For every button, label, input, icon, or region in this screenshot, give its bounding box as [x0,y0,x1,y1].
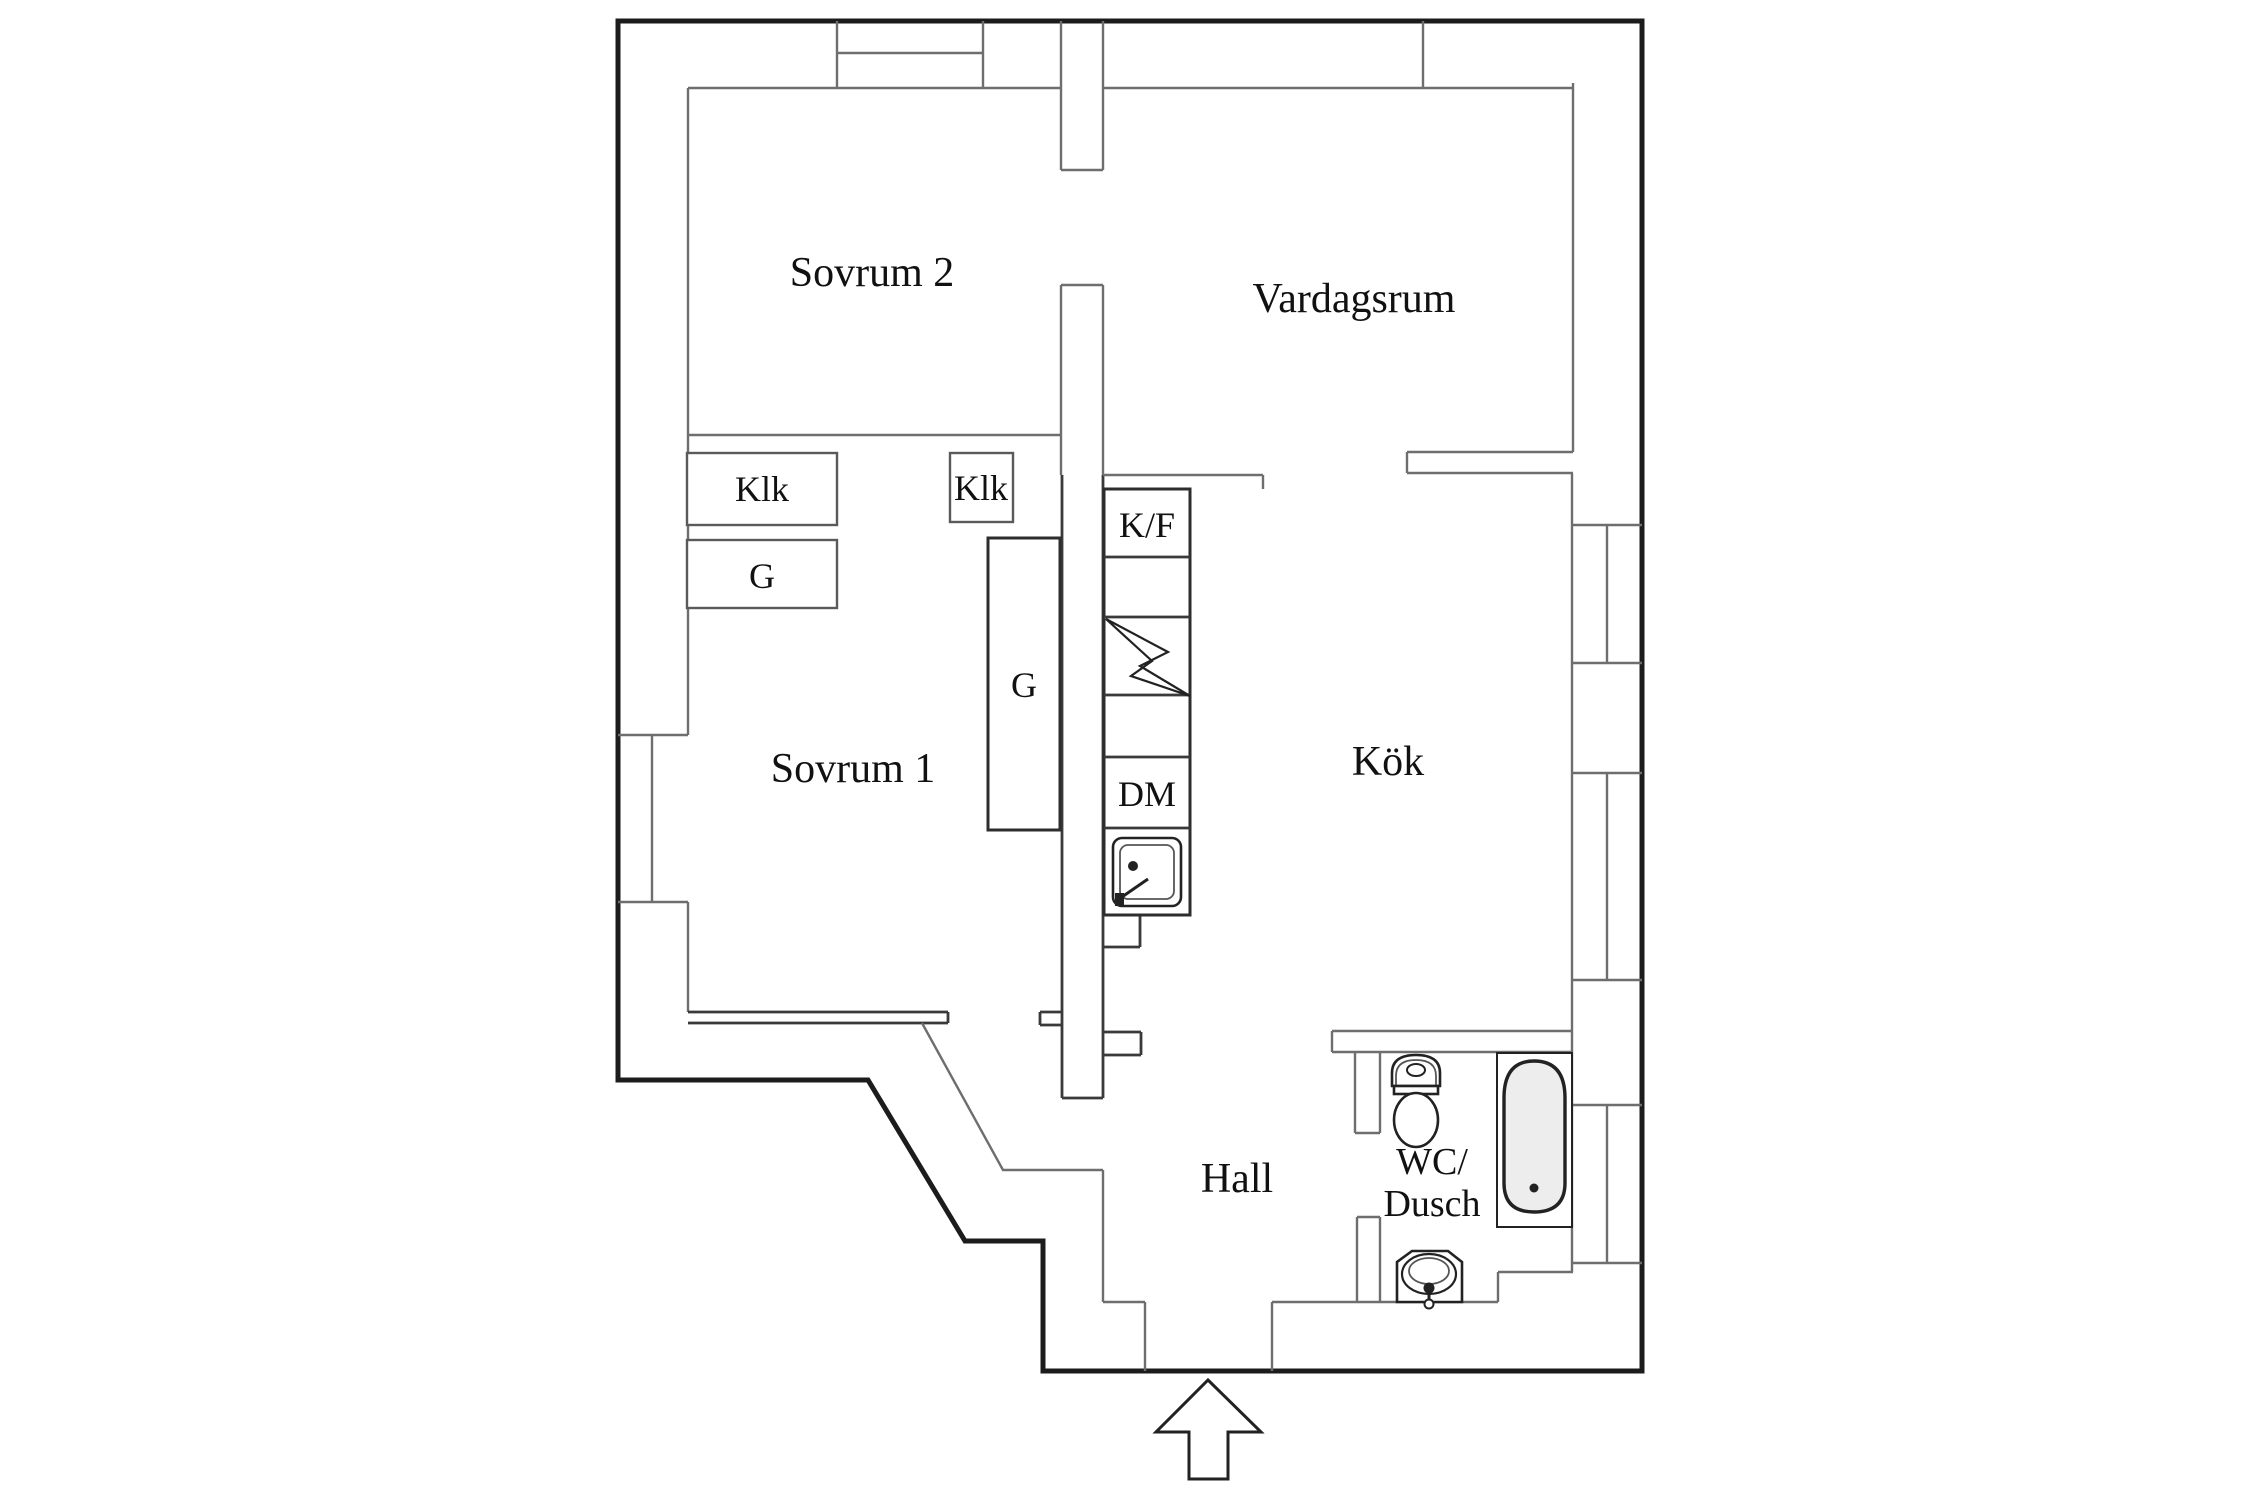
closet-label-g-tall: G [1011,665,1037,705]
entrance-arrow-icon [1152,1377,1265,1481]
window-niche-right-3 [1572,1103,1642,1265]
closet-label-klk2: Klk [954,468,1008,508]
dishwasher-label: DM [1118,774,1176,814]
room-label-dusch: Dusch [1383,1183,1480,1225]
toilet-icon [1390,1053,1442,1149]
window-niche-left [618,733,688,904]
room-label-vardagsrum: Vardagsrum [1253,276,1456,322]
closet-g-tall: G [986,536,1062,832]
window-niche-right-1 [1572,523,1642,665]
closet-klk-small: Klk [948,451,1015,524]
exterior-walls [615,18,1645,1374]
fridge-freezer-label: K/F [1119,505,1175,545]
interior-walls [618,21,1642,1371]
window-niche-right-2 [1572,771,1642,982]
closet-label-g1: G [749,556,775,596]
closet-klk-sovrum1: Klk [685,451,839,527]
bathroom-sink-icon [1395,1249,1464,1310]
room-label-sovrum2: Sovrum 2 [790,250,955,296]
closet-g-sovrum1: G [685,538,839,610]
room-labels: Sovrum 2 Vardagsrum Sovrum 1 Kök Hall WC… [771,250,1481,1225]
top-bay [835,21,985,90]
stove-lightning-icon [1105,618,1191,698]
room-label-sovrum1: Sovrum 1 [771,746,936,792]
kitchen-sink-icon [1111,836,1183,908]
closet-label-klk1: Klk [735,469,789,509]
bathtub-icon [1496,1052,1573,1228]
room-label-hall: Hall [1201,1156,1273,1202]
kitchen-cabinet-run: K/F DM [1102,487,1192,917]
room-label-wc: WC/ [1396,1141,1468,1183]
room-label-kok: Kök [1352,739,1424,785]
